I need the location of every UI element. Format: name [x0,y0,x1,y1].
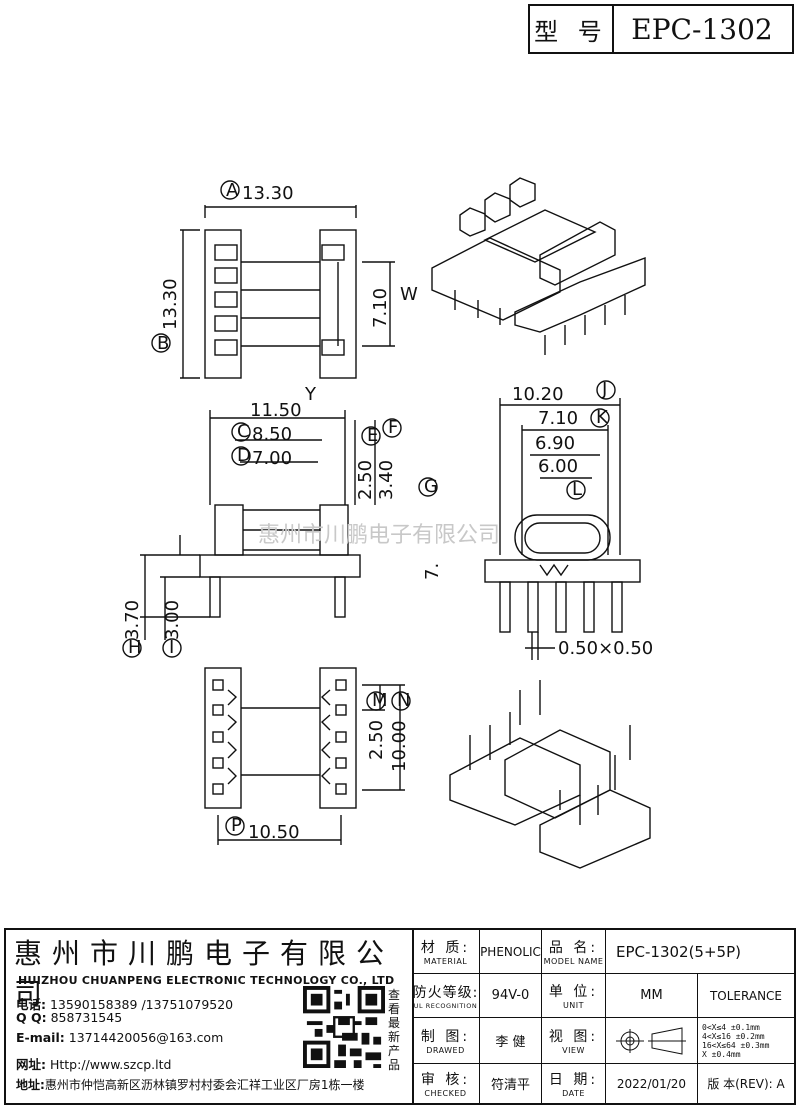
dim-i-value: 3.00 [162,600,183,640]
letter-f: F [388,417,398,438]
model-name-label-cell: 品 名:MODEL NAME [542,930,606,974]
spec-grid: 材 质:MATERIAL PHENOLIC 品 名:MODEL NAME EPC… [412,930,794,1103]
letter-i: I [169,637,174,658]
view-symbol-cell [606,1018,698,1064]
title-block: 惠州市川鹏电子有限公司 HUIZHOU CHUANPENG ELECTRONIC… [4,928,796,1105]
email-line: E-mail: 13714420056@163.com [16,1030,224,1045]
drawn-label-cell: 制 图:DRAWED [412,1018,480,1064]
dim-k-value: 7.10 [538,408,578,429]
material-label-cell: 材 质:MATERIAL [412,930,480,974]
pin-size: 0.50×0.50 [558,638,653,659]
dim-w-value: 7.10 [370,288,391,328]
drawn-value-cell: 李 健 [480,1018,542,1064]
letter-e: E [367,425,378,446]
letter-w: W [400,284,418,305]
dim-m-value: 2.50 [366,720,387,760]
dim-b-value: 13.30 [160,278,181,330]
dim-f-value: 3.40 [376,460,397,500]
top-view [180,205,395,379]
tolerance-line: 4<X≤16 ±0.2mm [702,1031,765,1041]
dim-a-value: 13.30 [242,183,294,204]
qq-line: Q Q: 858731545 [16,1010,123,1025]
fire-rating-value-cell: 94V-0 [480,974,542,1018]
letter-n: N [397,690,410,711]
letter-d: D [237,445,251,466]
letter-h: H [128,637,142,658]
company-name-cn: 惠州市川鹏电子有限公司 [14,937,395,1010]
letter-y: Y [304,384,317,405]
tolerance-line: 16<X≤64 ±0.3mm [702,1040,770,1050]
projection-symbol-icon [615,1026,686,1055]
isometric-bottom [449,680,651,869]
technical-drawing: A 13.30 B 13.30 7.10 W Y 11.50 C 8.50 D … [122,177,653,869]
checked-value-cell: 符清平 [480,1064,542,1103]
tolerance-label-cell: TOLERANCE [698,974,794,1018]
model-value: EPC-1302 [631,12,773,46]
dim-p-value: 10.50 [248,822,300,843]
dim-c-value: 8.50 [252,424,292,445]
bottom-view [204,667,405,845]
isometric-top [431,177,646,355]
dim-side-value-1: 6.90 [535,433,575,454]
dim-y-value: 11.50 [250,400,302,421]
company-info: 惠州市川鹏电子有限公司 HUIZHOU CHUANPENG ELECTRONIC… [6,930,414,1103]
letter-g: G [424,476,438,497]
tolerance-line: X ±0.4mm [702,1049,741,1059]
revision-cell: 版 本(REV): A [707,1077,785,1091]
phone-line: 电话: 13590158389 /13751079520 [16,997,234,1012]
model-name-value-cell: EPC-1302(5+5P) [606,930,794,974]
company-name-en: HUIZHOU CHUANPENG ELECTRONIC TECHNOLOGY … [18,974,395,987]
dim-n-value: 10.00 [389,720,410,772]
dim-side-value-2: 6.00 [538,456,578,477]
address-line: 地址:惠州市仲恺高新区沥林镇罗村村委会汇祥工业区厂房1栋一楼 [16,1078,365,1092]
fire-rating-label-cell: 防火等级:UL RECOGNITION [412,974,480,1018]
letter-b: B [157,333,169,354]
dim-height-value: 7. [422,563,443,580]
date-label-cell: 日 期:DATE [542,1064,606,1103]
material-value-cell: PHENOLIC [480,930,542,974]
letter-c: C [237,421,250,442]
tolerance-line: 0<X≤4 ±0.1mm [702,1022,760,1032]
watermark: 惠州市川鹏电子有限公司 [258,523,500,548]
dim-j-value: 10.20 [512,384,564,405]
view-label-cell: 视 图:VIEW [542,1018,606,1064]
letter-j: J [601,379,607,400]
dim-h-value: 3.70 [122,600,143,640]
letter-m: M [372,690,388,711]
letter-l: L [572,479,582,500]
unit-value-cell: MM [606,974,698,1018]
checked-label-cell: 审 核:CHECKED [412,1064,480,1103]
tolerance-table-cell: 0<X≤4 ±0.1mm 4<X≤16 ±0.2mm 16<X≤64 ±0.3m… [698,1018,794,1064]
side-view [484,398,641,660]
letter-k: K [596,407,609,428]
qr-code[interactable] [303,986,385,1068]
dim-e-value: 2.50 [355,460,376,500]
qr-caption: 查看最新产品 [388,988,401,1072]
letter-a: A [226,180,239,201]
model-label: 型 号 [530,6,614,52]
unit-label-cell: 单 位:UNIT [542,974,606,1018]
date-value-cell: 2022/01/20 [606,1064,698,1103]
web-line[interactable]: 网址: Http://www.szcp.ltd [16,1057,172,1072]
dim-d-value: 7.00 [252,448,292,469]
letter-p: P [231,815,242,836]
front-view [140,410,376,640]
model-header: 型 号 EPC-1302 [528,4,794,54]
